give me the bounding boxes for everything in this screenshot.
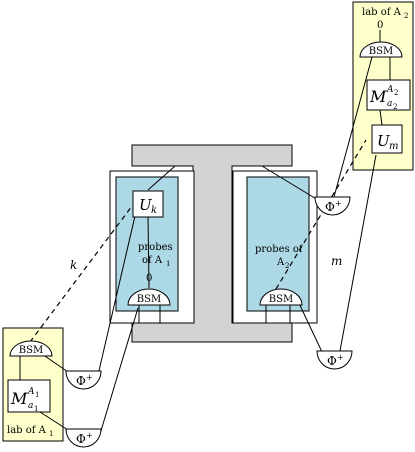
measure-a2-sup-sub: 2: [394, 89, 398, 97]
bsm-lab-a1-label: BSM: [19, 345, 43, 356]
measure-a1-sub-sub: 1: [34, 405, 38, 413]
measure-a2-label: M: [369, 87, 387, 106]
zero-a2: 0: [377, 20, 383, 31]
phi-plus-2-sup: +: [86, 431, 93, 440]
phi-plus-source-1: Φ +: [65, 370, 102, 390]
phi-plus-3-sup: +: [335, 199, 342, 208]
wire-uk-frame: [147, 165, 176, 191]
wire-m-label: m: [331, 254, 342, 268]
bsm-lab-a1: BSM: [9, 340, 53, 357]
bsm-probes-a1: BSM: [127, 288, 171, 306]
probes-a1-line1: probes: [138, 242, 173, 253]
measure-a1-sup-sub: 1: [35, 391, 39, 399]
wire-frame-phi-top: [261, 165, 319, 201]
unitary-k-sub: k: [151, 205, 157, 216]
lab-a1-label-sub: 1: [49, 430, 53, 438]
unitary-k-box: [132, 190, 164, 218]
wire-um-phi-bottom: [339, 154, 377, 352]
bsm-probes-a2: BSM: [259, 288, 303, 306]
phi-plus-source-4: Φ +: [316, 350, 353, 370]
wire-bsm-left-phi2: [99, 307, 139, 435]
unitary-m-box: [371, 124, 403, 154]
phi-plus-source-3: Φ +: [314, 196, 351, 216]
zero-a1: 0: [146, 273, 152, 284]
wire-bsm-right-phi-bottom: [296, 298, 323, 353]
measure-a2-sub-sub: 2: [393, 103, 397, 111]
probes-a2-line1: probes of: [255, 244, 304, 255]
wire-lab1-m-phi2: [39, 411, 69, 431]
probes-a1-line2: of A: [142, 255, 163, 266]
measure-a2-sup: A: [386, 85, 394, 95]
unitary-k-label: U: [139, 196, 153, 214]
probes-a2-line2: A: [276, 257, 285, 268]
wire-uk-phi1: [97, 215, 136, 376]
measure-a2-box: [366, 79, 411, 111]
phi-plus-3-label: Φ: [325, 200, 335, 214]
unitary-m-sub: m: [389, 141, 398, 152]
bsm-lab-a2: BSM: [359, 41, 403, 58]
wire-lab1-bsm-phi1: [41, 353, 69, 373]
unitary-m-label: U: [377, 132, 391, 150]
phi-plus-4-sup: +: [337, 353, 344, 362]
dashed-wire-m: [275, 139, 367, 290]
wire-m2-um: [379, 109, 383, 126]
measure-a1-label: M: [10, 389, 28, 408]
measure-a1-sup: A: [27, 387, 35, 397]
bsm-probes-a2-label: BSM: [269, 294, 293, 305]
probes-a1-sub: 1: [166, 260, 170, 268]
wire-phi-top-bsm-top: [333, 56, 373, 198]
lab-a2-label: lab of A: [362, 7, 402, 18]
lab-a2-label-sub: 2: [404, 12, 408, 20]
wire-uk-bsm-left: [147, 215, 150, 289]
measure-a2-sub: a: [387, 99, 392, 109]
phi-plus-1-label: Φ: [76, 374, 86, 388]
measure-a1-sub: a: [28, 401, 33, 411]
bsm-probes-a1-label: BSM: [137, 294, 161, 305]
bsm-lab-a2-label: BSM: [369, 46, 393, 57]
phi-plus-1-sup: +: [86, 373, 93, 382]
measure-a1-box: [7, 379, 51, 413]
phi-plus-2-label: Φ: [76, 432, 86, 446]
probes-a2-sub: 2: [285, 262, 289, 270]
classical-wires: [29, 139, 367, 343]
dashed-wire-k: [29, 205, 133, 343]
wires: [19, 30, 391, 435]
frame-shape: [131, 144, 293, 343]
phi-plus-4-label: Φ: [327, 354, 337, 368]
lab-a1-label: lab of A: [7, 425, 47, 436]
wire-k-label: k: [70, 258, 77, 272]
phi-plus-source-2: Φ +: [65, 428, 102, 448]
